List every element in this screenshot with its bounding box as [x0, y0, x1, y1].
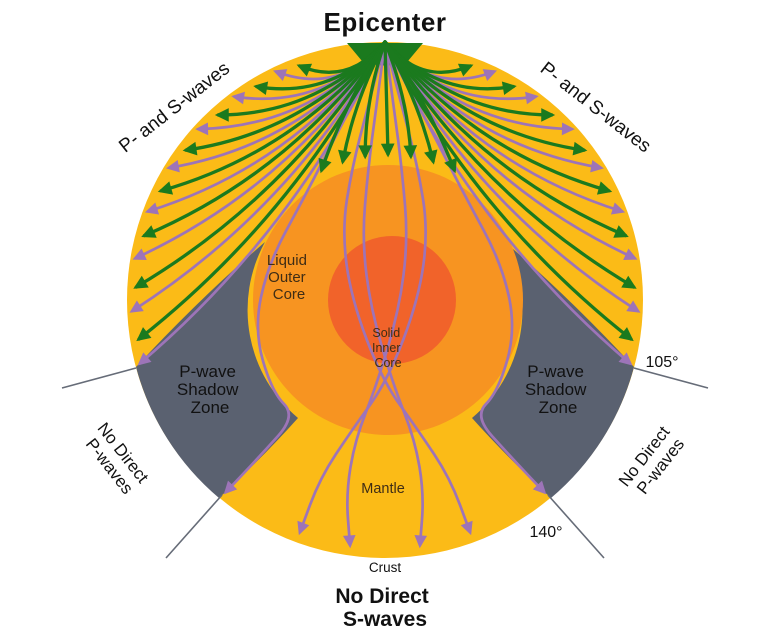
solid-inner-core-label: Solid Inner Core — [372, 326, 404, 370]
no-direct-p-waves-label-right: No Direct P-waves — [615, 419, 691, 502]
angle-140-label: 140° — [529, 524, 562, 541]
p-wave-core-ray — [342, 40, 408, 549]
p-wave-shadow-zone-left-region — [136, 242, 298, 498]
p-wave-core-ray — [343, 40, 473, 536]
s-wave-ray — [383, 40, 634, 342]
crust-label: Crust — [369, 560, 402, 575]
s-wave-ray — [141, 40, 387, 238]
s-wave-core-stopped-ray — [358, 40, 387, 160]
s-wave-ray — [157, 40, 387, 195]
angle-line-105-right — [633, 367, 709, 389]
s-wave-core-stopped-ray — [383, 40, 418, 160]
s-wave-rays — [133, 40, 637, 342]
angle-line-140-left — [165, 494, 223, 559]
angle-line-140-right — [547, 494, 605, 559]
no-direct-s-waves-label: No Direct S-waves — [335, 585, 434, 631]
s-wave-core-stopped-ray — [338, 40, 387, 165]
s-wave-core-stopped-ray — [380, 40, 395, 158]
s-wave-ray — [383, 40, 629, 238]
epicenter-label: Epicenter — [324, 7, 447, 37]
p-wave-core-ray — [383, 40, 547, 495]
mantle-label: Mantle — [361, 481, 405, 497]
p-wave-core-ray — [362, 40, 428, 549]
p-wave-shadow-zone-right-region — [472, 242, 634, 498]
angle-105-label: 105° — [645, 354, 678, 371]
s-wave-ray — [182, 40, 387, 156]
s-wave-core-stopped-ray — [383, 40, 457, 174]
angle-line-105-left — [61, 367, 137, 389]
p-wave-shadow-zone-label-left: P-wave Shadow Zone — [177, 362, 243, 417]
s-wave-core-stopped-ray — [318, 40, 387, 174]
s-wave-ray — [383, 40, 588, 156]
s-wave-ray — [133, 40, 387, 289]
liquid-outer-core-label: Liquid Outer Core — [267, 252, 311, 303]
s-wave-ray — [383, 40, 613, 195]
p-wave-shadow-zone-label-right: P-wave Shadow Zone — [525, 362, 591, 417]
no-direct-p-waves-label-left: No Direct P-waves — [79, 419, 155, 502]
